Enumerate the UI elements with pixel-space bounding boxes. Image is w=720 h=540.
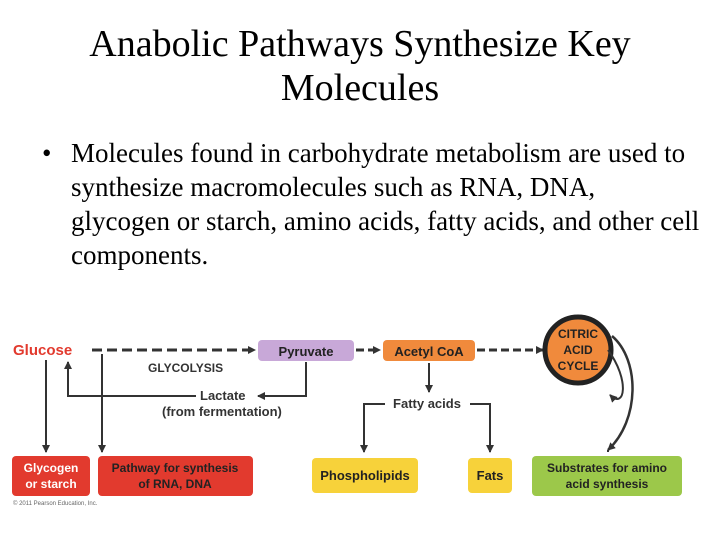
citric-label-1: CITRIC [558, 327, 598, 341]
phospholipids-box [312, 458, 418, 493]
fatty-to-phospholipids-arrow [360, 403, 385, 453]
lactate-to-glucose-arrow [64, 361, 196, 397]
amino-acid-label-1: Substrates for amino [547, 461, 667, 475]
citric-label-3: CYCLE [558, 359, 599, 373]
pyruvate-label: Pyruvate [279, 344, 334, 359]
glycogen-box [12, 456, 90, 496]
pyruvate-box [258, 340, 354, 361]
citric-acid-cycle-circle [542, 314, 614, 386]
glycogen-label-2: or starch [25, 477, 76, 491]
acetyl-coa-label: Acetyl CoA [394, 344, 464, 359]
phospholipids-label: Phospholipids [320, 468, 410, 483]
glycogen-label-1: Glycogen [24, 461, 79, 475]
rna-dna-label-1: Pathway for synthesis [112, 461, 239, 475]
citric-loop-arrow-outer [607, 335, 634, 451]
lactate-sublabel: (from fermentation) [162, 404, 282, 419]
bullet-text: Molecules found in carbohydrate metaboli… [71, 138, 700, 270]
citric-loop-arrow-inner [607, 349, 624, 403]
bullet-point: • Molecules found in carbohydrate metabo… [40, 136, 700, 272]
fatty-to-fats-arrow [470, 403, 494, 453]
copyright-text: © 2011 Pearson Education, Inc. [13, 500, 98, 507]
fats-box [468, 458, 512, 493]
rna-dna-label-2: of RNA, DNA [138, 477, 212, 491]
amino-acid-box [532, 456, 682, 496]
bullet-dot-icon: • [42, 138, 52, 168]
pyruvate-to-lactate-arrow [257, 362, 307, 400]
acetyl-coa-box [383, 340, 475, 361]
glucose-label: Glucose [13, 342, 72, 359]
fatty-acids-label: Fatty acids [393, 396, 461, 411]
lactate-label: Lactate [200, 388, 246, 403]
glycolysis-label: GLYCOLYSIS [148, 361, 223, 375]
anabolic-pathways-diagram: Glucose GLYCOLYSIS Pyruvate Acetyl CoA C… [12, 314, 682, 507]
citric-label-2: ACID [563, 343, 593, 357]
slide-title: Anabolic Pathways Synthesize Key Molecul… [89, 23, 631, 109]
fats-label: Fats [477, 468, 504, 483]
amino-acid-label-2: acid synthesis [566, 477, 649, 491]
rna-dna-box [98, 456, 253, 496]
